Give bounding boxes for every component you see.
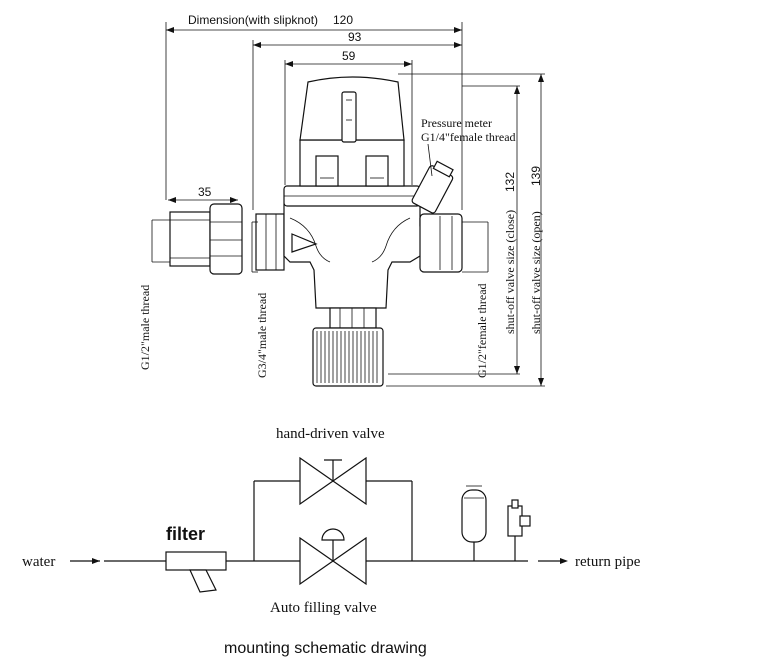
dimension-overall-value: 120 (333, 13, 353, 27)
hand-driven-valve-symbol: hand-driven valve (276, 426, 385, 506)
pressure-meter-callout: Pressure meter G1/4"female thread (421, 116, 516, 177)
schematic-caption: mounting schematic drawing (224, 640, 427, 657)
auto-valve-label: Auto filling valve (270, 600, 377, 616)
filter-label: filter (166, 524, 205, 544)
right-thread-label: G1/2"female thread (475, 283, 489, 378)
valve-body (255, 76, 463, 387)
dimension-top-width: 59 (284, 49, 413, 185)
middle-thread-label: G3/4"male thread (255, 293, 269, 378)
dimension-overall: Dimension(with slipknot) 120 (165, 13, 463, 210)
expansion-tank-icon (461, 485, 487, 561)
dimension-slipknot-value: 35 (198, 185, 212, 199)
dimension-body-width-value: 93 (348, 30, 362, 44)
open-size-label: shut-off valve size (open) (529, 211, 543, 334)
hand-valve-label: hand-driven valve (276, 426, 385, 442)
pressure-meter-label-1: Pressure meter (421, 116, 492, 130)
slipknot-union (151, 203, 243, 275)
knob-knurling (316, 331, 378, 383)
main-pipeline (70, 480, 568, 564)
dimension-body-width: 93 (252, 30, 462, 210)
pressure-meter-label-2: G1/4"female thread (421, 130, 516, 144)
dimension-top-width-value: 59 (342, 49, 356, 63)
pressure-gauge-icon (507, 499, 531, 561)
dimension-overall-label: Dimension(with slipknot) (188, 13, 318, 27)
dimension-open-value: 139 (529, 166, 543, 186)
dimension-heights: 132 139 shut-off valve size (close) shut… (386, 73, 545, 387)
return-pipe-label: return pipe (575, 554, 641, 570)
filter-symbol: filter (165, 524, 227, 593)
left-thread-label: G1/2"male thread (138, 285, 152, 370)
close-size-label: shut-off valve size (close) (503, 210, 517, 334)
dimension-slipknot: 35 (168, 185, 238, 203)
water-label: water (22, 554, 55, 570)
auto-filling-valve-symbol: Auto filling valve (270, 528, 377, 616)
dimension-close-value: 132 (503, 172, 517, 192)
thread-labels: G1/2"male thread G3/4"male thread G1/2"f… (138, 221, 489, 378)
